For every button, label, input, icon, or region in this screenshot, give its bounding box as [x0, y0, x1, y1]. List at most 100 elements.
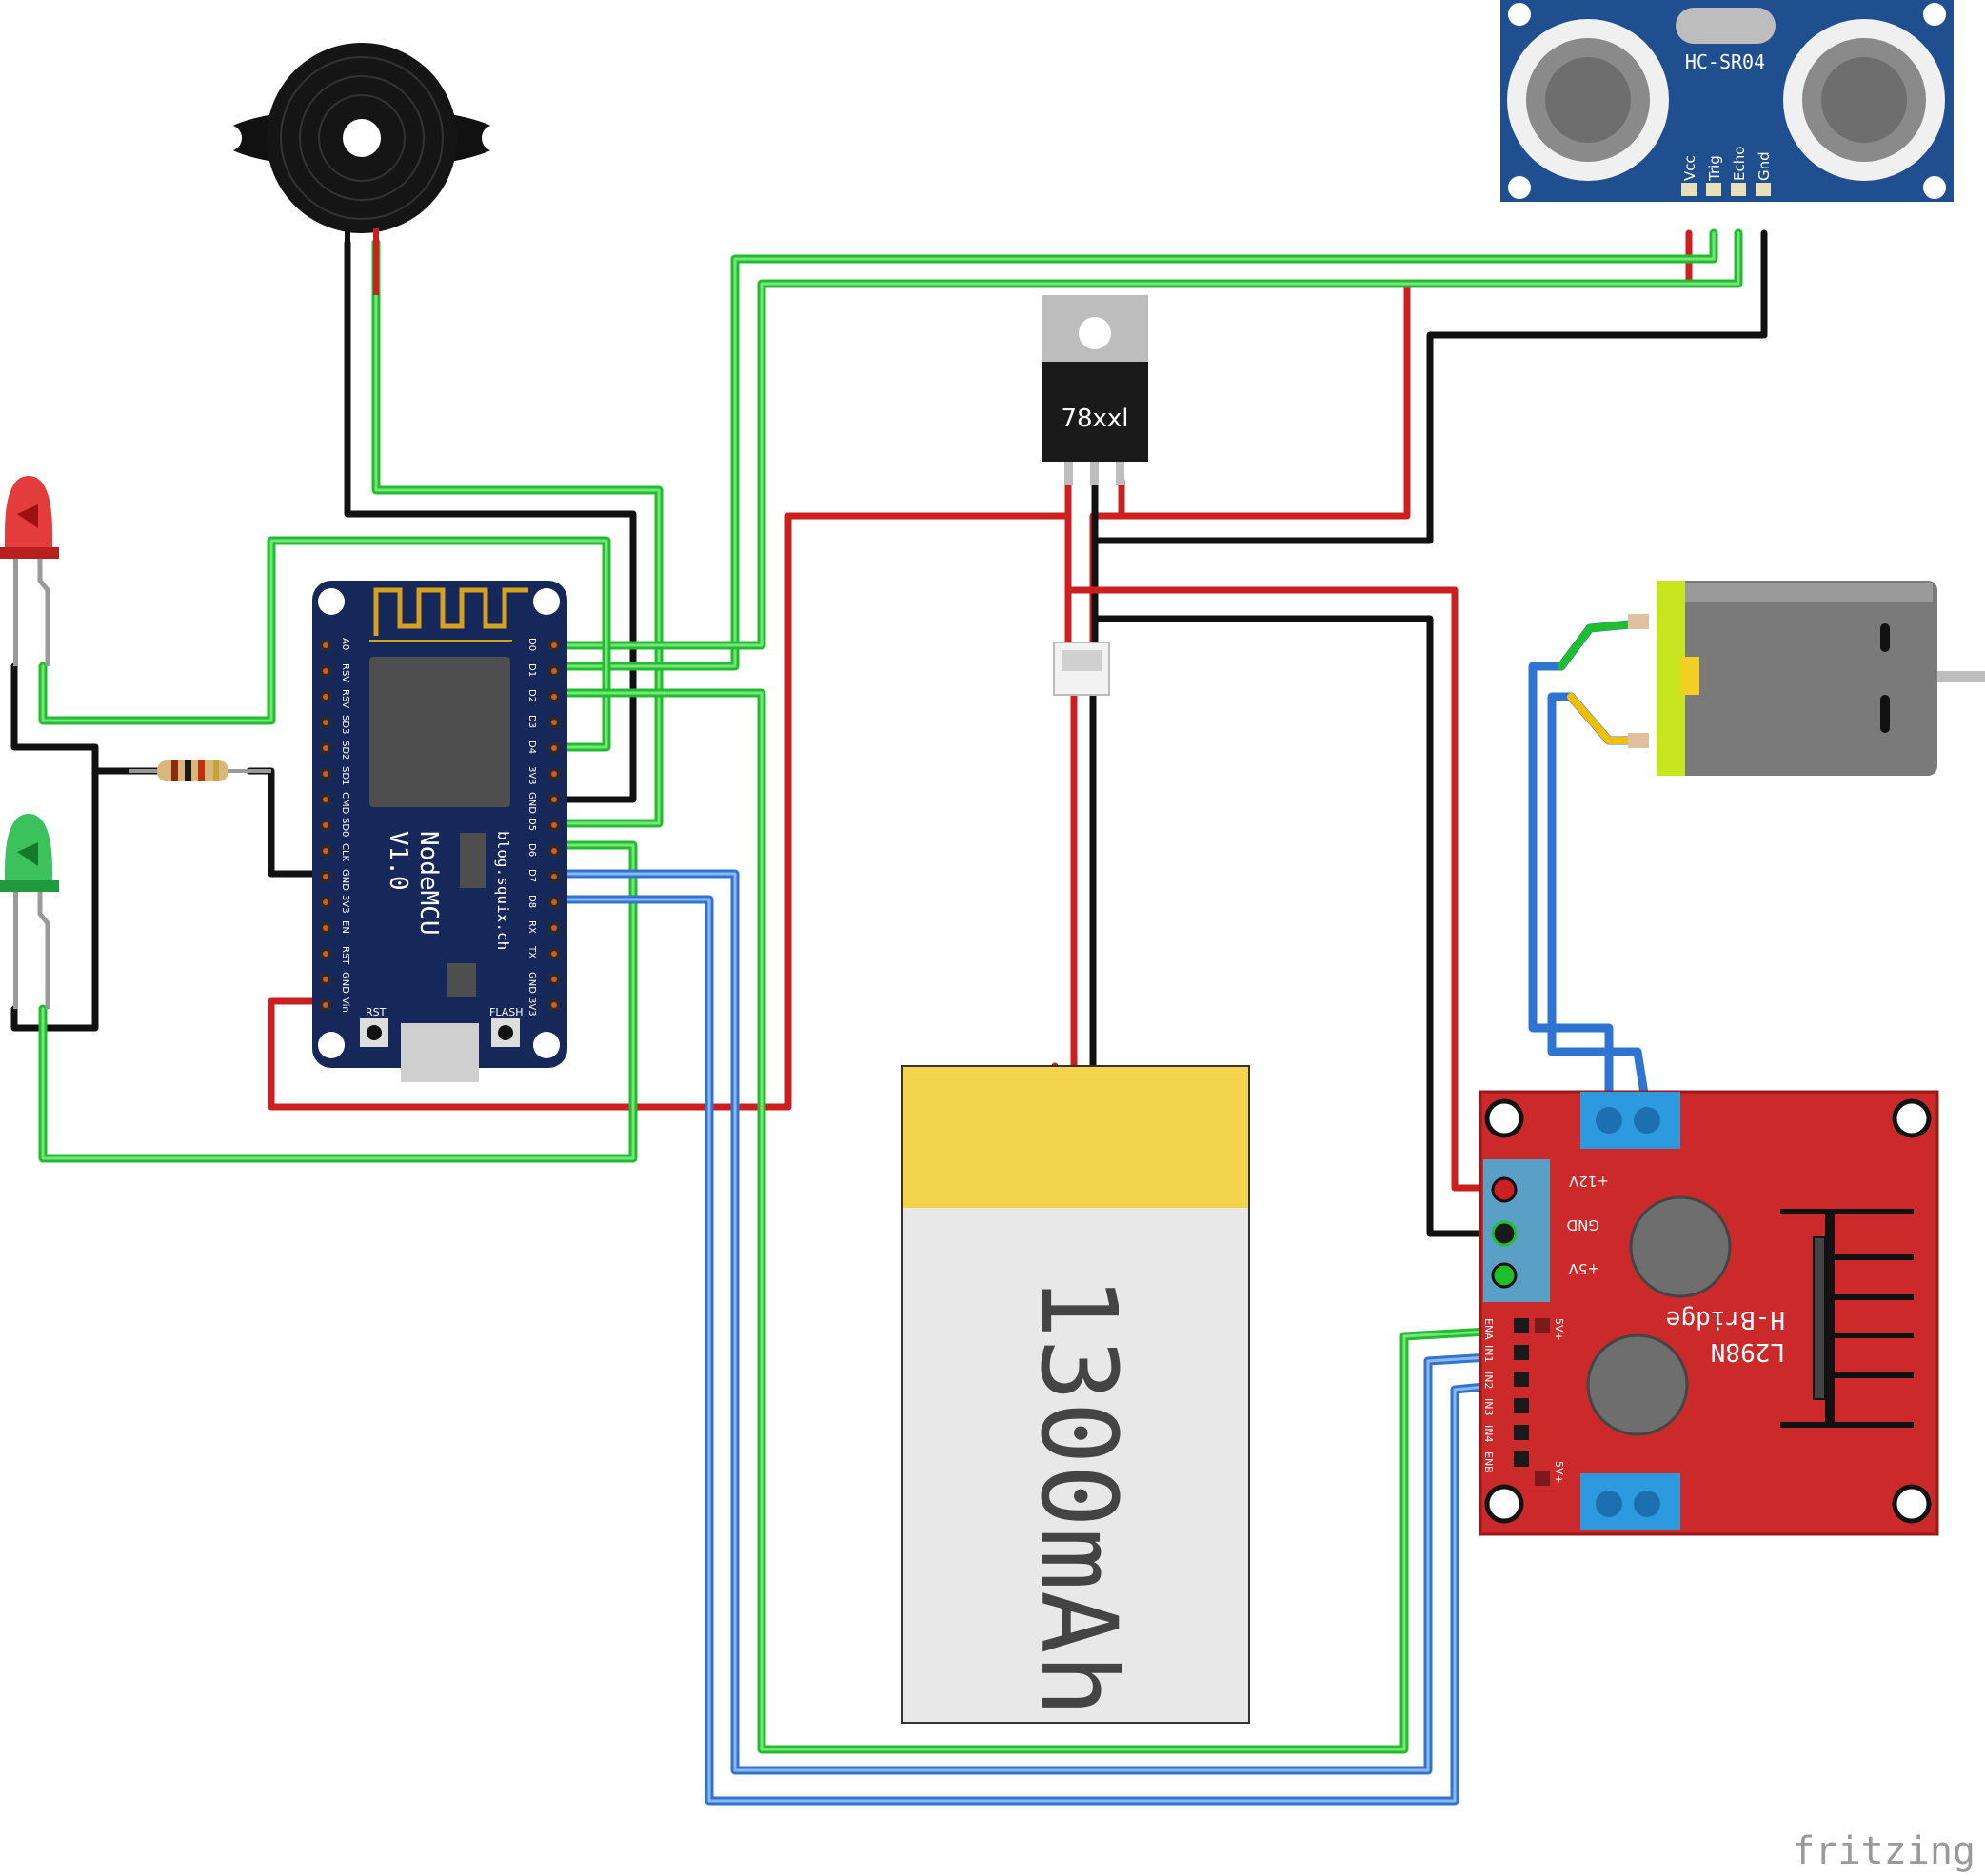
control-wires: [549, 688, 1509, 1806]
nodemcu-site: blog.squix.ch: [494, 831, 512, 950]
nodemcu-left-pin-dot: [323, 822, 328, 828]
nodemcu-right-pin-dot: [551, 951, 557, 957]
nodemcu-right-pin-dot: [551, 668, 557, 674]
hbridge-pin-enb: ENB: [1482, 1451, 1495, 1473]
nodemcu-right-pin-label: TX: [526, 945, 537, 958]
nodemcu-left-pin-dot: [323, 745, 328, 751]
motor-icon: [1628, 581, 1985, 776]
nodemcu-left-pin-label: RSV: [340, 689, 350, 708]
nodemcu-right-pin-dot: [551, 771, 557, 777]
nodemcu-right-pin-label: D7: [526, 869, 537, 882]
nodemcu-left-pin-dot: [323, 899, 328, 905]
nodemcu-right-pin-dot: [551, 848, 557, 854]
nodemcu-left-pin-label: Vin: [340, 997, 350, 1013]
nodemcu-left-pin-label: SD3: [340, 715, 350, 734]
ultrasonic-pin-labels: Vcc Trig Echo Gnd: [1681, 147, 1773, 182]
led-red-icon: [0, 476, 59, 666]
ultrasonic-sensor: HC-SR04 Vcc Trig Echo Gnd: [1500, 0, 1954, 202]
ultrasonic-pin-echo: Echo: [1731, 147, 1748, 181]
hbridge-pin-in2: IN2: [1482, 1372, 1495, 1389]
regulator-icon: 78xxl: [1042, 295, 1148, 485]
hbridge-board: +12V GND +5V H-Bridge L298N: [1479, 1090, 1939, 1536]
nodemcu-left-pin-dot: [323, 668, 328, 674]
nodemcu-left-pin-label: RST: [340, 946, 350, 965]
nodemcu-left-pin-label: SD2: [340, 741, 350, 760]
nodemcu-left-pin-label: EN: [340, 920, 350, 934]
battery-capacity: 1300mAh: [1018, 1275, 1140, 1717]
nodemcu-left-pin-label: SD1: [340, 766, 350, 785]
nodemcu-left-pin-dot: [323, 797, 328, 802]
resistor-icon: [129, 760, 271, 781]
regulator-label: 78xxl: [1061, 405, 1128, 433]
nodemcu-left-pin-dot: [323, 925, 328, 931]
nodemcu-right-pin-label: D5: [526, 818, 537, 831]
ultrasonic-right-transducer: [1783, 19, 1945, 181]
nodemcu-right-pin-label: GND: [526, 972, 537, 994]
nodemcu-left-pin-label: 3V3: [340, 895, 350, 914]
hbridge-heatsink: [1780, 1209, 1914, 1428]
ultrasonic-pin-trig: Trig: [1706, 155, 1723, 182]
hbridge-5v-b: 5V+: [1553, 1461, 1565, 1484]
nodemcu-right-pin-label: D1: [526, 663, 537, 677]
nodemcu-right-pin-dot: [551, 977, 557, 982]
hbridge-pin-in3: IN3: [1482, 1398, 1495, 1415]
nodemcu-right-pin-dot: [551, 797, 557, 802]
nodemcu-right-pin-dot: [551, 874, 557, 879]
nodemcu-right-pin-label: GND: [526, 792, 537, 814]
nodemcu-right-pin-label: RX: [526, 920, 537, 934]
nodemcu-right-pin-dot: [551, 745, 557, 751]
nodemcu-name: NodeMCU: [414, 831, 443, 936]
nodemcu-left-pin-label: CMD: [340, 792, 350, 815]
nodemcu-left-pin-label: CLK: [340, 843, 350, 862]
battery-connector: [1053, 642, 1110, 696]
ultrasonic-pin-gnd: Gnd: [1756, 151, 1773, 181]
nodemcu-left-pin-dot: [323, 874, 328, 879]
nodemcu-left-pin-label: RSV: [340, 663, 350, 682]
led-wires: [10, 536, 638, 1163]
wires: [10, 228, 1768, 1806]
nodemcu-left-pin-label: GND: [340, 869, 350, 891]
nodemcu-right-pin-label: D3: [526, 715, 537, 728]
nodemcu-left-pin-dot: [323, 642, 328, 648]
nodemcu-left-pin-dot: [323, 694, 328, 700]
nodemcu-version: V1.0: [384, 831, 412, 891]
nodemcu-right-pin-dot: [551, 642, 557, 648]
nodemcu-left-pin-dot: [323, 977, 328, 982]
nodemcu-left-pin-label: GND: [340, 972, 350, 994]
hbridge-pin-in1: IN1: [1482, 1345, 1495, 1362]
nodemcu-right-pin-label: D8: [526, 895, 537, 908]
nodemcu-right-pin-dot: [551, 1002, 557, 1008]
hbridge-pin-in4: IN4: [1482, 1425, 1495, 1442]
nodemcu-right-pin-label: D0: [526, 638, 537, 651]
battery-icon: 1300mAh: [901, 1065, 1250, 1724]
hbridge-name: H-Bridge: [1666, 1305, 1785, 1333]
nodemcu-flash-label: FLASH: [489, 1006, 524, 1018]
motor-wires: [1528, 619, 1652, 1116]
nodemcu-left-pin-dot: [323, 771, 328, 777]
hbridge-model: L298N: [1711, 1337, 1785, 1366]
ultrasonic-pin-vcc: Vcc: [1681, 155, 1698, 181]
nodemcu-right-pin-label: D4: [526, 741, 537, 754]
nodemcu-left-pin-label: A0: [340, 638, 350, 650]
nodemcu-right-pin-dot: [551, 694, 557, 700]
hbridge-5v-a: 5V+: [1553, 1318, 1565, 1341]
nodemcu-left-pin-dot: [323, 1002, 328, 1008]
nodemcu-left-pin-dot: [323, 951, 328, 957]
hbridge-pin-5v: +5V: [1568, 1260, 1599, 1277]
ultrasonic-model: HC-SR04: [1685, 50, 1765, 73]
ultrasonic-wires: [549, 228, 1768, 1075]
nodemcu-left-pin-label: SD0: [340, 818, 350, 837]
hbridge-pin-12v: +12V: [1568, 1173, 1609, 1190]
nodemcu-right-pin-label: D2: [526, 689, 537, 702]
nodemcu-right-pin-dot: [551, 720, 557, 725]
nodemcu-right-pin-label: D6: [526, 843, 537, 857]
nodemcu-right-pin-dot: [551, 822, 557, 828]
nodemcu-right-pin-dot: [551, 899, 557, 905]
nodemcu-right-pin-dot: [551, 925, 557, 931]
nodemcu-right-pin-label: 3V3: [526, 997, 537, 1017]
hbridge-control-header: ENA IN1 IN2 IN3 IN4 ENB 5V+ 5V+: [1482, 1318, 1565, 1486]
nodemcu-left-pin-dot: [323, 720, 328, 725]
led-green-icon: [0, 814, 59, 1009]
